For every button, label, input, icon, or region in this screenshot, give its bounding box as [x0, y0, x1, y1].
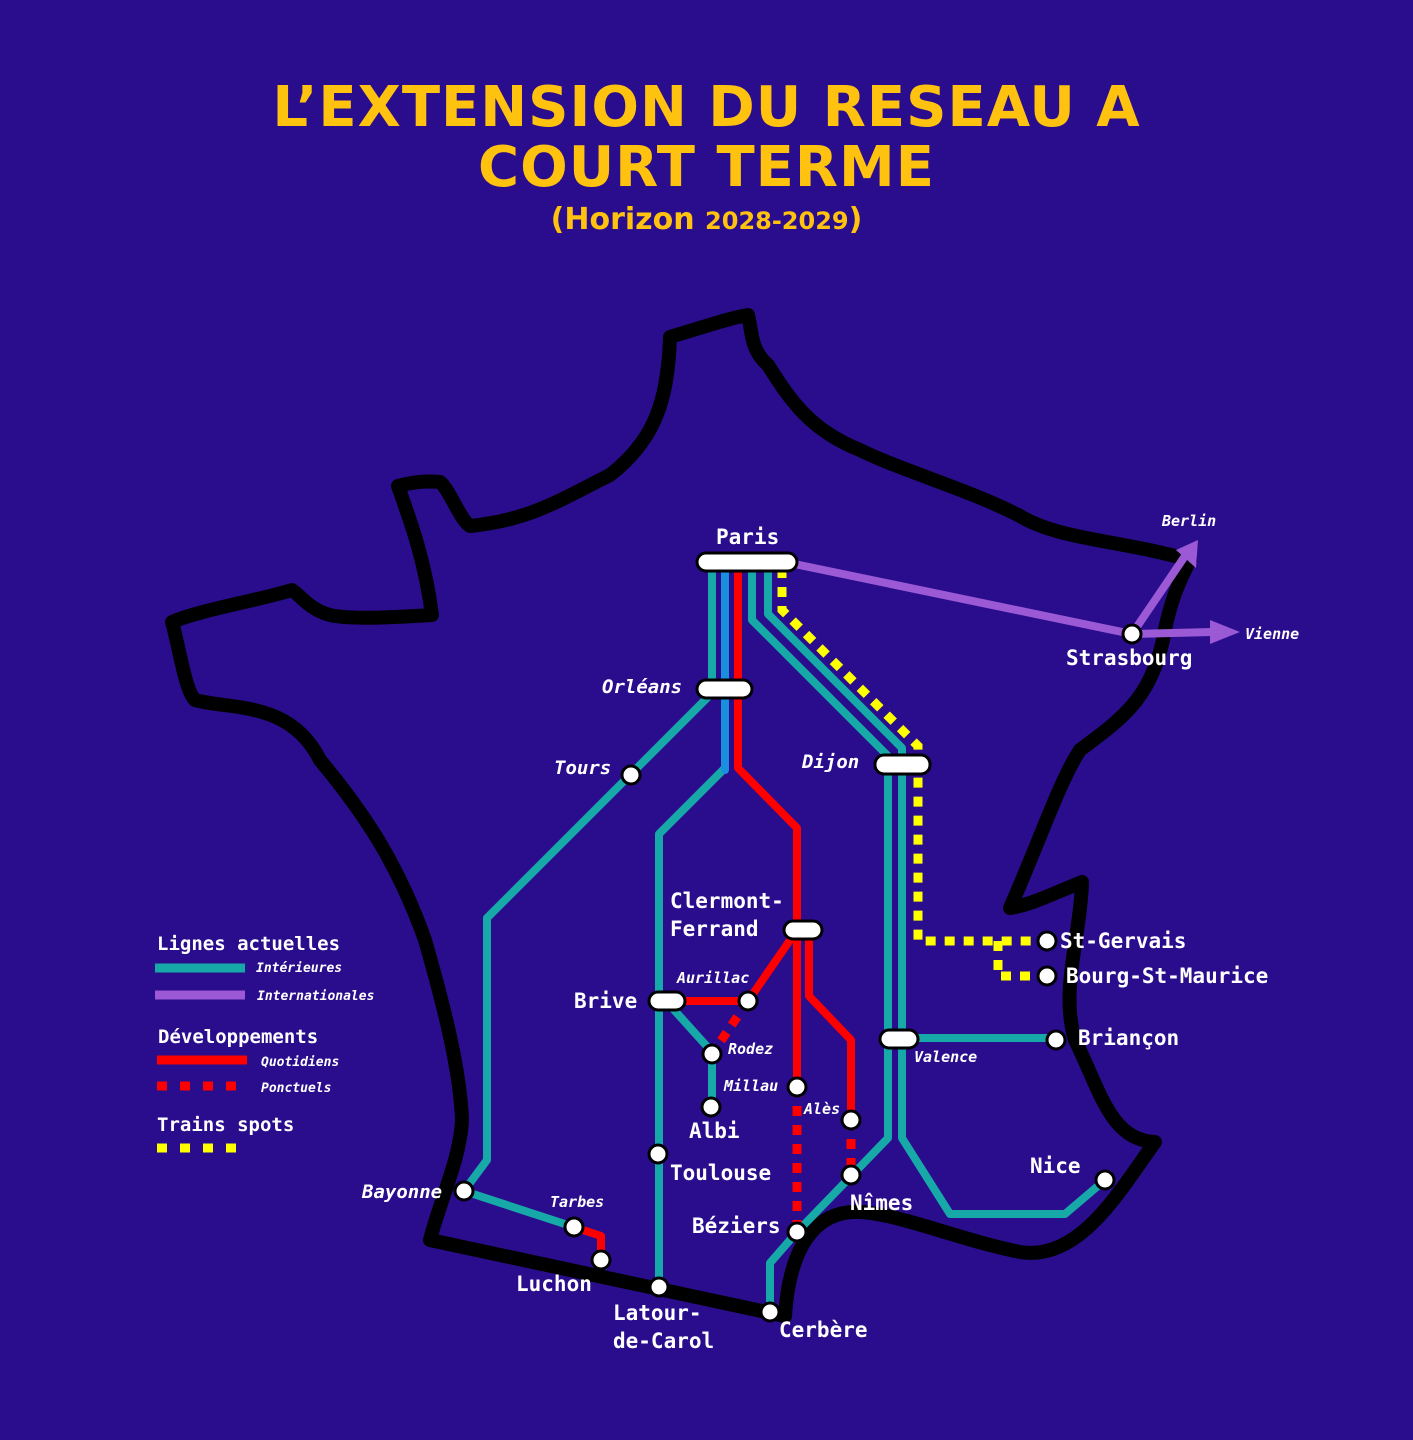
paris-dijon-line-1: [748, 564, 892, 1316]
label-aurillac: Aurillac: [676, 969, 749, 987]
station-aurillac[interactable]: [737, 990, 759, 1012]
spots-lines: [777, 568, 1047, 981]
station-luchon[interactable]: [590, 1249, 612, 1271]
label-toulouse: Toulouse: [670, 1161, 771, 1185]
station-valence[interactable]: [878, 1028, 920, 1050]
station-beziers[interactable]: [786, 1221, 808, 1243]
station-nimes[interactable]: [840, 1164, 862, 1186]
station-nice[interactable]: [1094, 1169, 1116, 1191]
label-cerbere: Cerbère: [779, 1318, 868, 1342]
paris-dijon-line-2: [764, 564, 1109, 1218]
label-bayonne: Bayonne: [361, 1181, 442, 1203]
label-tours: Tours: [554, 757, 611, 779]
label-nimes: Nîmes: [850, 1191, 913, 1215]
legend-occasional-label: Ponctuels: [261, 1081, 331, 1096]
legend-daily-label: Quotidiens: [261, 1055, 339, 1070]
label-albi: Albi: [689, 1119, 740, 1143]
station-ales[interactable]: [840, 1109, 862, 1131]
orleans-toulouse-line: [655, 764, 729, 1291]
label-ales: Alès: [803, 1100, 840, 1118]
station-bayonne[interactable]: [453, 1180, 475, 1202]
subtitle-close: ): [848, 202, 863, 237]
label-strasbourg: Strasbourg: [1066, 646, 1192, 670]
strasbourg-berlin-line: [1128, 552, 1189, 638]
station-dijon[interactable]: [873, 753, 932, 776]
title-line-2: COURT TERME: [477, 135, 936, 200]
station-toulouse[interactable]: [647, 1143, 669, 1165]
station-cerbere[interactable]: [759, 1301, 781, 1323]
international-lines: [776, 552, 1216, 638]
label-luchon: Luchon: [516, 1272, 592, 1296]
vienne-arrow-icon: [1210, 620, 1240, 644]
paris-strasbourg-line: [776, 557, 1136, 638]
label-millau: Millau: [723, 1077, 778, 1095]
label-nice: Nice: [1030, 1154, 1081, 1178]
station-briancon[interactable]: [1045, 1029, 1067, 1051]
station-bourg[interactable]: [1036, 965, 1058, 987]
station-paris[interactable]: [695, 551, 799, 573]
berlin-arrow-icon: [1176, 540, 1198, 568]
legend-interior-label: Intérieures: [256, 961, 342, 976]
label-vienne: Vienne: [1245, 625, 1299, 643]
subtitle-open: (Horizon: [550, 202, 706, 237]
clermont-ales-line: [805, 926, 855, 1124]
paris-bayonne-line: [460, 561, 716, 1195]
station-albi[interactable]: [700, 1096, 722, 1118]
label-brive: Brive: [574, 989, 637, 1013]
station-strasbourg[interactable]: [1121, 623, 1143, 645]
page-subtitle: (Horizon 2028-2029): [0, 202, 1413, 237]
paris-dijon-spots-line: [777, 568, 1047, 946]
label-orleans: Orléans: [602, 676, 682, 698]
label-rodez: Rodez: [728, 1040, 773, 1058]
label-tarbes: Tarbes: [550, 1193, 604, 1211]
station-clermont[interactable]: [782, 919, 824, 941]
label-dijon: Dijon: [801, 751, 859, 773]
france-outline: [165, 308, 1197, 1323]
label-st-gervais: St-Gervais: [1060, 929, 1186, 953]
subtitle-years: 2028-2029: [705, 207, 849, 235]
label-valence: Valence: [914, 1048, 977, 1066]
page-title: L’EXTENSION DU RESEAU A COURT TERME: [0, 78, 1413, 198]
legend: Lignes actuelles Intérieures Internation…: [155, 933, 374, 1153]
station-brive[interactable]: [647, 990, 687, 1012]
clermont-aurillac-line: [744, 926, 801, 1005]
station-latour[interactable]: [648, 1276, 670, 1298]
strasbourg-vienne-line: [1128, 628, 1216, 638]
label-beziers: Béziers: [692, 1214, 781, 1238]
station-orleans[interactable]: [695, 678, 754, 700]
label-clermont-1: Clermont-: [670, 889, 784, 913]
station-tarbes[interactable]: [563, 1216, 585, 1238]
station-rodez[interactable]: [701, 1043, 723, 1065]
bayonne-tarbes-line: [460, 1187, 578, 1231]
label-paris: Paris: [716, 525, 779, 549]
station-millau[interactable]: [786, 1076, 808, 1098]
label-clermont-2: Ferrand: [670, 917, 759, 941]
label-bourg: Bourg-St-Maurice: [1066, 964, 1268, 988]
legend-spots-heading: Trains spots: [157, 1114, 294, 1136]
label-berlin: Berlin: [1161, 512, 1216, 530]
station-st-gervais[interactable]: [1036, 930, 1058, 952]
legend-dev-heading: Développements: [158, 1026, 318, 1048]
paris-clermont-line: [734, 561, 801, 934]
station-tours[interactable]: [620, 764, 642, 786]
label-latour-1: Latour-: [613, 1301, 702, 1325]
label-briancon: Briançon: [1078, 1026, 1179, 1050]
label-latour-2: de-Carol: [613, 1329, 714, 1353]
major-stations: [647, 551, 932, 1050]
minor-stations: [453, 623, 1143, 1323]
title-line-1: L’EXTENSION DU RESEAU A: [272, 75, 1141, 140]
legend-international-label: Internationales: [257, 989, 374, 1004]
legend-current-heading: Lignes actuelles: [157, 933, 340, 955]
